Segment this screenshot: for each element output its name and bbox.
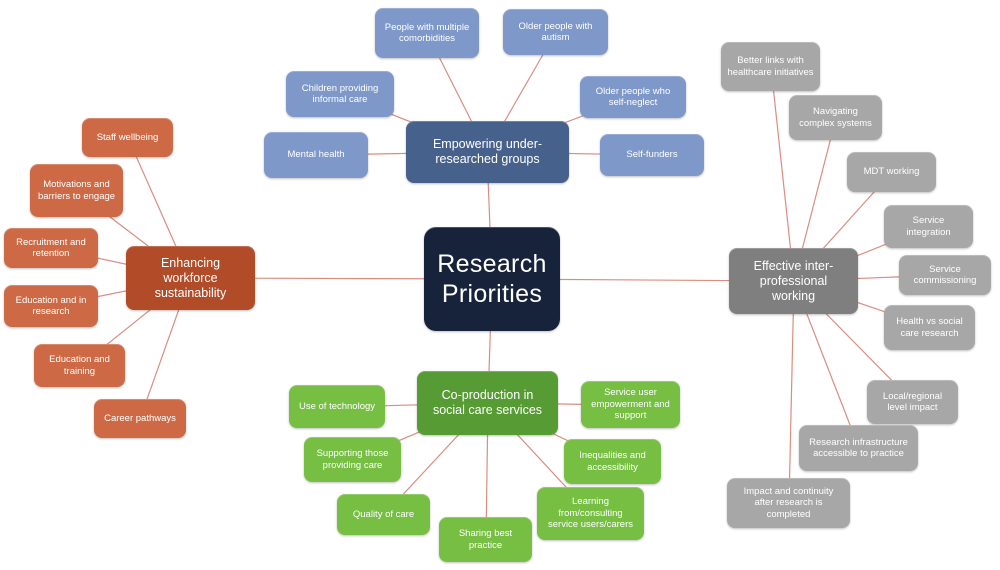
node-local-regional-level-impact: Local/regional level impact	[867, 380, 958, 424]
node-better-links-with-healthcare-initiatives: Better links with healthcare initiatives	[721, 42, 820, 91]
node-service-commissioning: Service commissioning	[899, 255, 991, 295]
node-staff-wellbeing: Staff wellbeing	[82, 118, 173, 157]
node-older-people-who-self-neglect: Older people who self-neglect	[580, 76, 686, 118]
node-health-vs-social-care-research: Health vs social care research	[884, 305, 975, 350]
hub-co-production-in-social-care-services: Co-production in social care services	[417, 371, 558, 435]
node-quality-of-care: Quality of care	[337, 494, 430, 535]
node-children-providing-informal-care: Children providing informal care	[286, 71, 394, 117]
node-navigating-complex-systems: Navigating complex systems	[789, 95, 882, 140]
node-inequalities-and-accessibility: Inequalities and accessibility	[564, 439, 661, 484]
hub-effective-inter-professional-working: Effective inter-professional working	[729, 248, 858, 314]
center-node-research-priorities: Research Priorities	[424, 227, 560, 331]
node-people-with-multiple-comorbidities: People with multiple comorbidities	[375, 8, 479, 58]
node-recruitment-and-retention: Recruitment and retention	[4, 228, 98, 268]
node-use-of-technology: Use of technology	[289, 385, 385, 428]
node-research-infrastructure-accessible-to-practice: Research infrastructure accessible to pr…	[799, 425, 918, 471]
node-impact-and-continuity-after-research-is-completed: Impact and continuity after research is …	[727, 478, 850, 528]
node-older-people-with-autism: Older people with autism	[503, 9, 608, 55]
node-motivations-and-barriers-to-engage: Motivations and barriers to engage	[30, 164, 123, 217]
hub-empowering-under-researched-groups: Empowering under-researched groups	[406, 121, 569, 183]
node-self-funders: Self-funders	[600, 134, 704, 176]
node-learning-from-consulting-service-users-carers: Learning from/consulting service users/c…	[537, 487, 644, 540]
node-service-integration: Service integration	[884, 205, 973, 248]
node-mdt-working: MDT working	[847, 152, 936, 192]
node-education-and-in-research: Education and in research	[4, 285, 98, 327]
node-supporting-those-providing-care: Supporting those providing care	[304, 437, 401, 482]
node-sharing-best-practice: Sharing best practice	[439, 517, 532, 562]
node-career-pathways: Career pathways	[94, 399, 186, 438]
node-education-and-training: Education and training	[34, 344, 125, 387]
node-mental-health: Mental health	[264, 132, 368, 178]
node-service-user-empowerment-and-support: Service user empowerment and support	[581, 381, 680, 428]
hub-enhancing-workforce-sustainability: Enhancing workforce sustainability	[126, 246, 255, 310]
